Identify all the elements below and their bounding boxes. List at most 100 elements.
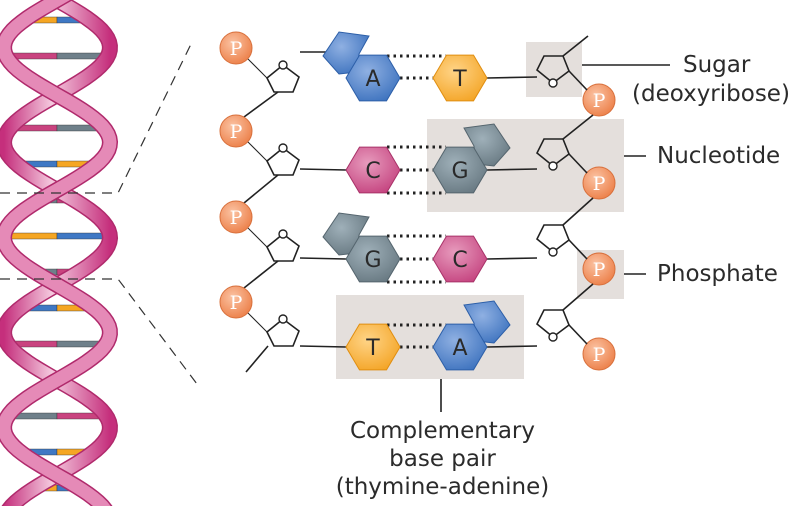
base-guanine: G	[322, 212, 401, 283]
phosphate-bond	[247, 141, 268, 162]
base-cytosine: C	[432, 235, 488, 283]
phosphate-letter: P	[230, 121, 243, 143]
helix-rung	[7, 412, 107, 420]
label-base-pair: base pair	[389, 446, 496, 472]
phosphate-letter: P	[230, 38, 243, 60]
base-hexagon	[432, 54, 488, 102]
zoom-line-top	[0, 41, 193, 194]
phosphate-group: P	[582, 337, 616, 371]
phosphate-circle	[582, 337, 616, 371]
backbone-bond	[562, 283, 594, 311]
glycosidic-bond-right	[486, 257, 538, 260]
phosphate-bond	[247, 227, 268, 248]
sugar-ring	[265, 229, 300, 262]
backbone-bond	[562, 197, 594, 226]
phosphate-circle	[582, 83, 616, 117]
base-hexagon	[432, 323, 488, 371]
phosphate-letter: P	[593, 344, 606, 366]
base-hexagon	[345, 146, 401, 194]
base-adenine: A	[322, 31, 401, 102]
phosphate-circle	[219, 31, 253, 65]
backbone-bond	[243, 91, 279, 118]
backbone-end	[245, 345, 269, 373]
glycosidic-bond-left	[299, 345, 347, 348]
ring-oxygen	[278, 60, 288, 70]
zoom-line-bottom	[0, 278, 201, 389]
base-cytosine: C	[345, 146, 401, 194]
phosphate-circle	[582, 166, 616, 200]
base-guanine: G	[432, 123, 511, 194]
phosphate-group: P	[582, 252, 616, 286]
phosphate-circle	[219, 200, 253, 234]
phosphate-bond	[568, 239, 588, 260]
base-thymine: T	[432, 54, 488, 102]
label-complementary: Complementary	[350, 418, 535, 444]
phosphate-letter: P	[230, 207, 243, 229]
sugar-ring	[535, 224, 570, 257]
helix-strand-2	[0, 0, 117, 510]
double-helix	[0, 0, 119, 510]
label-sugar: Sugar	[683, 52, 751, 78]
base-letter: C	[452, 248, 467, 273]
ring-oxygen	[548, 161, 558, 171]
glycosidic-bond-right	[486, 345, 538, 348]
ring-oxygen	[278, 229, 288, 239]
base-hexagon	[345, 54, 401, 102]
base-adenine: A	[432, 300, 511, 371]
helix-rung	[3, 232, 111, 240]
label-thymine-adenine: (thymine-adenine)	[335, 474, 550, 500]
phosphate-bond	[568, 70, 588, 91]
sugar-ring	[535, 55, 570, 88]
sugar-ring	[535, 138, 570, 171]
sugar-highlight-box	[526, 42, 582, 97]
base-hexagon	[432, 235, 488, 283]
zoom-guide-lines	[0, 41, 201, 389]
label-deoxyribose: (deoxyribose)	[632, 81, 790, 107]
phosphate-bond	[568, 153, 588, 174]
phosphate-group: P	[219, 200, 253, 234]
phosphate-bond	[247, 312, 268, 333]
label-nucleotide: Nucleotide	[657, 143, 781, 169]
helix-strand-1	[0, 0, 117, 510]
phosphate-circle	[219, 114, 253, 148]
base-letter: A	[452, 336, 467, 361]
backbone-bond	[243, 174, 279, 204]
sugar-phosphate-backbone: P P P P P P P P	[219, 31, 616, 373]
ring-oxygen	[548, 78, 558, 88]
phosphate-group: P	[582, 166, 616, 200]
base-letter: T	[452, 67, 467, 92]
base-thymine: T	[345, 323, 401, 371]
base-hexagon	[432, 146, 488, 194]
base-letter: C	[365, 159, 380, 184]
glycosidic-bond-right	[486, 168, 538, 171]
base-letter: G	[364, 248, 381, 273]
ring-oxygen	[548, 247, 558, 257]
phosphate-group: P	[582, 83, 616, 117]
phosphate-letter: P	[230, 292, 243, 314]
phosphate-bond	[247, 58, 268, 79]
callout-lines	[440, 64, 670, 412]
phosphate-bond	[568, 324, 588, 345]
glycosidic-bond-left	[299, 168, 347, 171]
backbone-bond	[243, 260, 279, 289]
base-letter: T	[365, 336, 380, 361]
glycosidic-bond-left	[299, 257, 347, 260]
base-hexagon	[345, 235, 401, 283]
backbone-bond	[562, 114, 594, 140]
phosphate-circle	[582, 252, 616, 286]
sugar-ring	[265, 143, 300, 176]
phosphate-group: P	[219, 114, 253, 148]
phosphate-letter: P	[593, 173, 606, 195]
helix-rung	[9, 124, 105, 132]
base-hexagon	[345, 323, 401, 371]
glycosidic-bond-right	[486, 76, 538, 79]
ring-oxygen	[278, 143, 288, 153]
helix-rung	[7, 340, 107, 348]
